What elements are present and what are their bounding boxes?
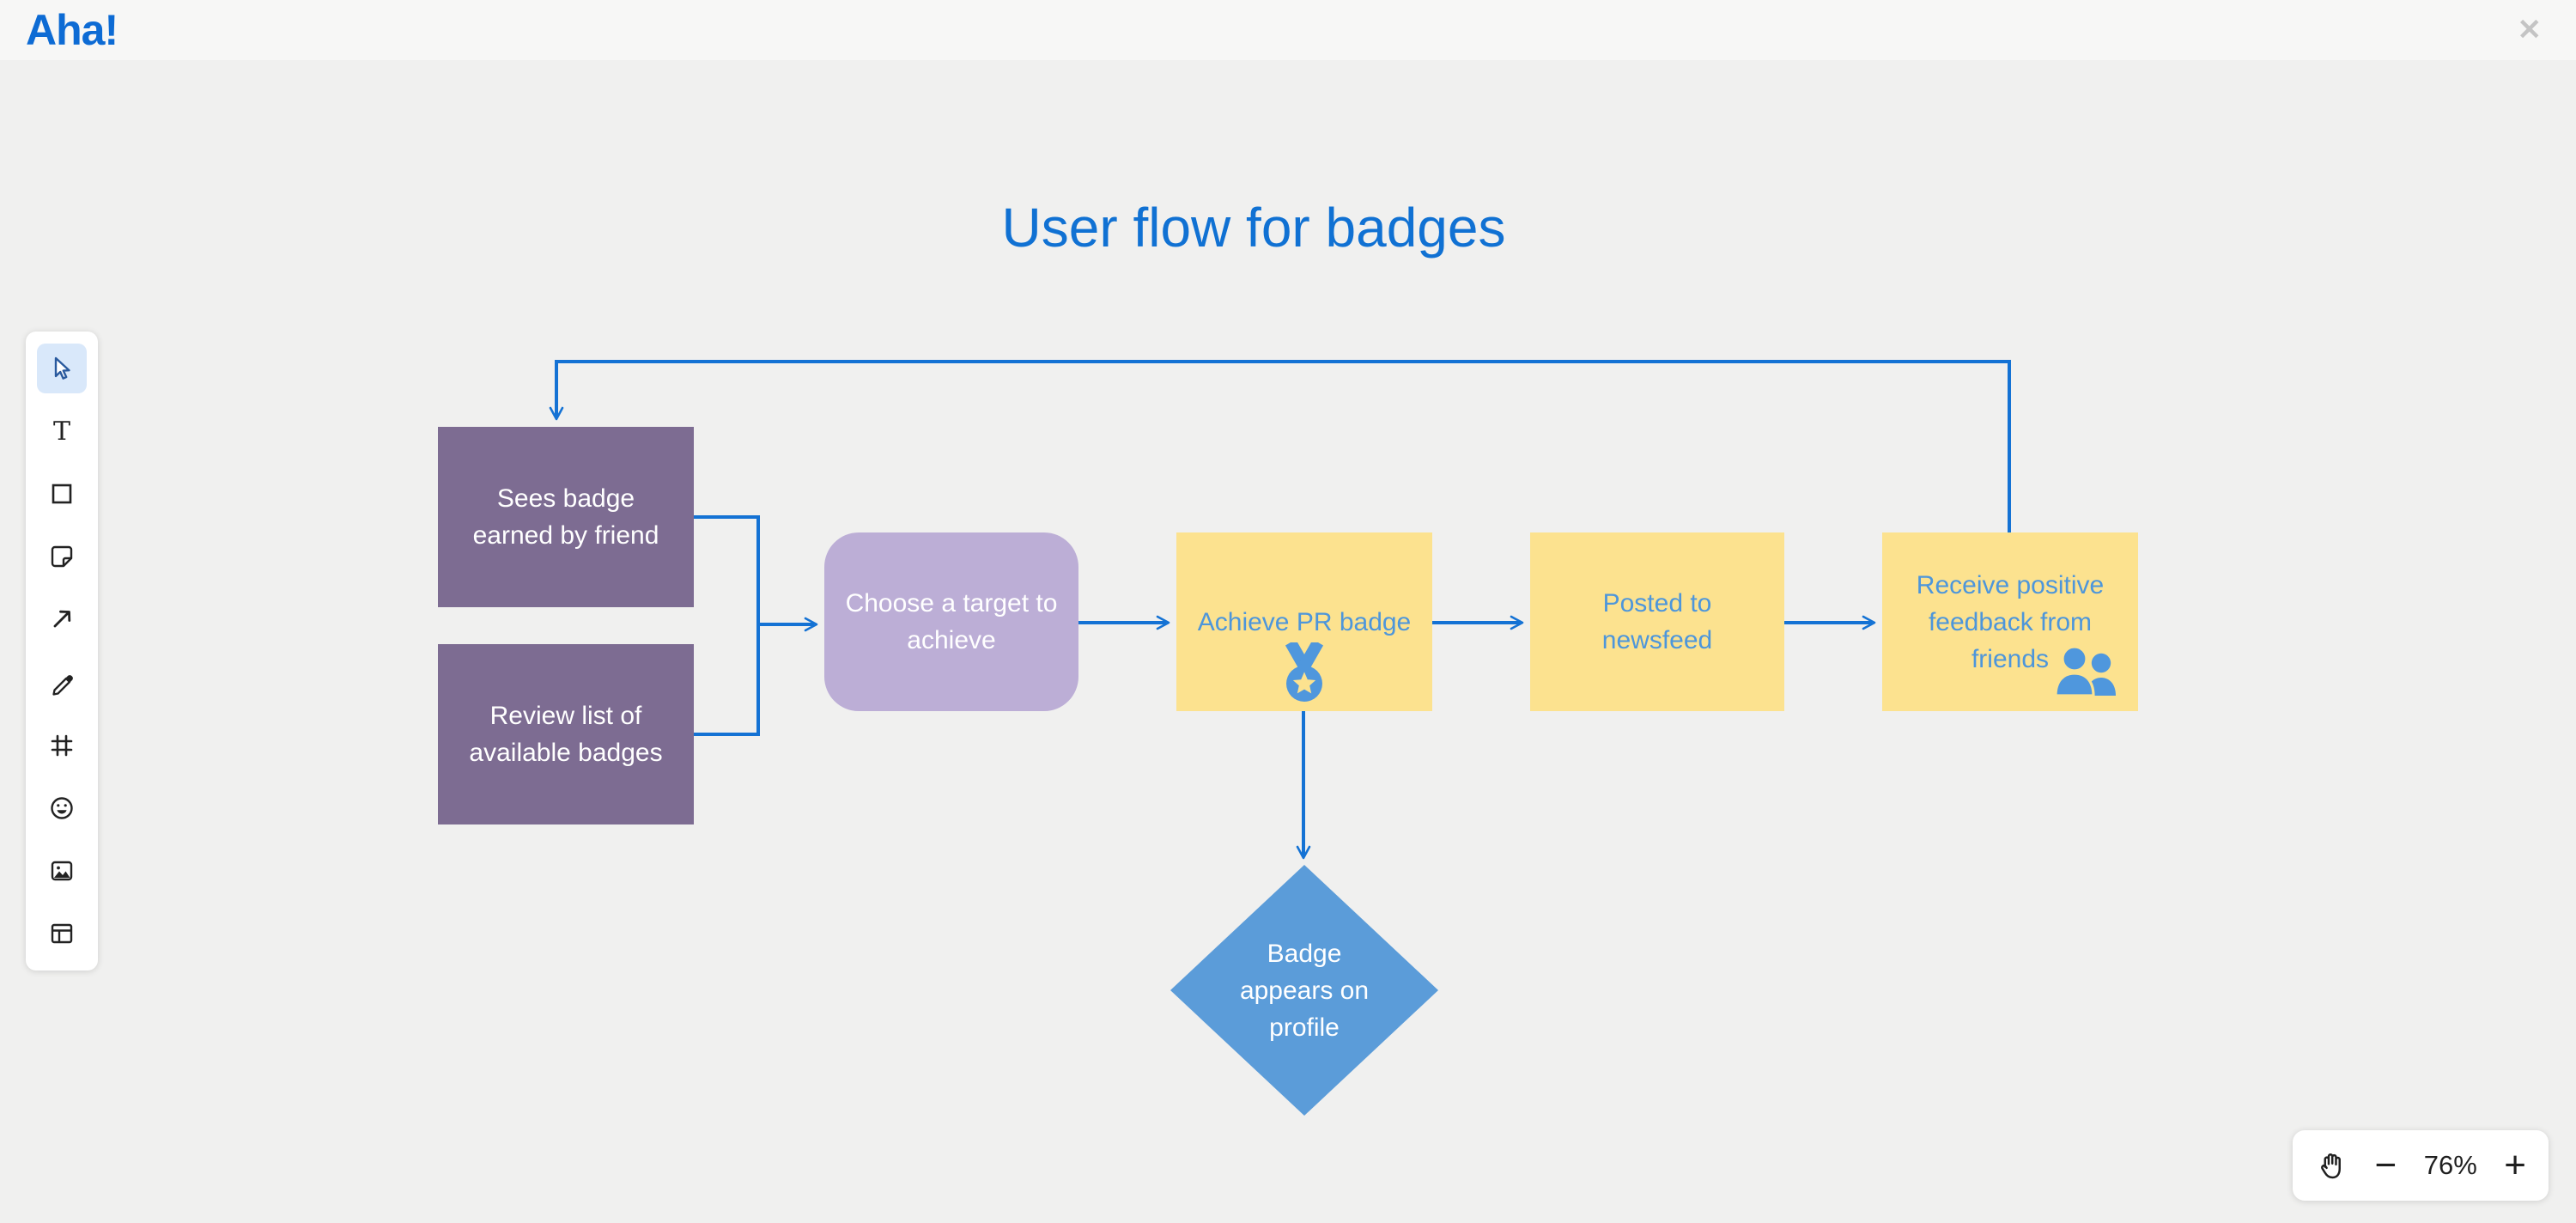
tool-shape[interactable]	[37, 469, 87, 519]
node-choose-target[interactable]: Choose a target to achieve	[824, 532, 1078, 711]
top-bar: Aha! ✕	[0, 0, 2576, 60]
node-label: Badge appears on profile	[1239, 939, 1370, 1042]
tool-frame[interactable]	[37, 721, 87, 770]
medal-icon	[1285, 642, 1324, 702]
node-achieve-pr-badge[interactable]: Achieve PR badge	[1176, 532, 1432, 711]
pencil-icon	[52, 674, 73, 696]
tool-palette: T	[26, 332, 98, 970]
connector-feedback-loop	[549, 360, 2011, 532]
arrow-icon	[53, 611, 71, 628]
pan-hand-icon[interactable]	[2315, 1149, 2348, 1182]
tool-select[interactable]	[37, 343, 87, 393]
node-receive-feedback[interactable]: Receive positive feedback from friends	[1882, 532, 2138, 711]
template-icon	[51, 924, 73, 944]
text-icon: T	[53, 417, 70, 446]
node-label: Achieve PR badge	[1197, 608, 1412, 636]
node-review-list[interactable]: Review list of available badges	[438, 644, 694, 824]
aha-logo[interactable]: Aha!	[26, 6, 118, 54]
image-icon	[51, 861, 73, 881]
cursor-icon	[54, 356, 70, 380]
connector-merge-bracket	[694, 515, 760, 736]
node-label: Receive positive feedback from friends	[1916, 570, 2105, 673]
node-label: Posted to newsfeed	[1601, 589, 1713, 654]
frame-icon	[51, 734, 73, 757]
zoom-out-button[interactable]: −	[2374, 1144, 2397, 1186]
svg-text:T: T	[53, 417, 70, 446]
zoom-level: 76%	[2423, 1150, 2477, 1180]
node-label: Sees badge earned by friend	[472, 484, 659, 550]
node-label: Review list of available badges	[469, 702, 663, 767]
close-icon[interactable]: ✕	[2517, 14, 2543, 46]
tool-pencil[interactable]	[37, 658, 87, 708]
tool-image[interactable]	[37, 846, 87, 896]
node-label: Choose a target to achieve	[845, 589, 1058, 654]
tool-arrow[interactable]	[37, 594, 87, 644]
smiley-icon	[51, 797, 73, 819]
tool-text[interactable]: T	[37, 406, 87, 456]
tool-sticky-note[interactable]	[37, 532, 87, 581]
node-posted-newsfeed[interactable]: Posted to newsfeed	[1530, 532, 1784, 711]
page-title[interactable]: User flow for badges	[1001, 197, 1506, 259]
node-sees-badge[interactable]: Sees badge earned by friend	[438, 427, 694, 607]
zoom-controls: − 76% +	[2293, 1130, 2549, 1201]
people-icon	[2054, 645, 2116, 697]
hand-icon	[2321, 1153, 2341, 1179]
zoom-in-button[interactable]: +	[2504, 1144, 2526, 1186]
node-badge-profile[interactable]: Badge appears on profile	[1170, 865, 1438, 1116]
tool-template[interactable]	[37, 909, 87, 958]
tool-emoji[interactable]	[37, 783, 87, 833]
sticky-note-icon	[51, 545, 73, 568]
square-icon	[52, 484, 72, 504]
